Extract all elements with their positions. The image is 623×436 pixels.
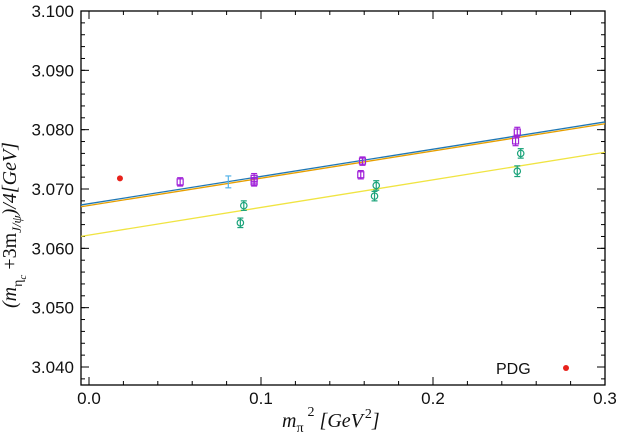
y-tick-label: 3.050 — [31, 299, 74, 318]
data-point-ensemble-set-A — [358, 156, 367, 166]
data-point-ensemble-set-C — [513, 165, 522, 178]
y-tick-label: 3.080 — [31, 121, 74, 140]
plot-frame — [80, 10, 606, 386]
data-point-ensemble-set-C — [370, 190, 379, 202]
data-point-ensemble-set-C — [236, 217, 245, 229]
data-point-ensemble-set-B — [225, 175, 232, 189]
data-point-PDG — [116, 175, 123, 182]
legend: PDG — [496, 361, 569, 378]
data-point-ensemble-set-A — [511, 135, 520, 147]
svg-text:(mηc +3mJ/ψ)/4[GeV]: (mηc +3mJ/ψ)/4[GeV] — [0, 142, 29, 308]
data-point-ensemble-set-C — [516, 148, 525, 159]
data-point-ensemble-set-C — [372, 180, 381, 191]
y-axis-title: (mηc +3mJ/ψ)/4[GeV] — [0, 142, 29, 308]
data-point-ensemble-set-A — [513, 126, 521, 138]
y-tick-label: 3.060 — [31, 239, 74, 258]
plot-border — [80, 10, 606, 386]
y-tick-label: 3.090 — [31, 61, 74, 80]
y-tick-label: 3.100 — [31, 2, 74, 21]
x-tick-label: 0.0 — [77, 389, 101, 408]
data-point-ensemble-set-A — [176, 177, 184, 187]
data-point-ensemble-set-A — [250, 177, 258, 187]
data-point-ensemble-set-A — [357, 170, 365, 180]
legend-pdg-marker — [563, 365, 569, 371]
y-tick-label: 3.040 — [31, 358, 74, 377]
data-point-ensemble-set-C — [240, 200, 248, 211]
legend-pdg-label: PDG — [496, 361, 531, 378]
x-tick-label: 0.3 — [593, 389, 617, 408]
data-points — [116, 126, 525, 229]
x-tick-label: 0.2 — [421, 389, 445, 408]
x-tick-label: 0.1 — [249, 389, 273, 408]
y-tick-label: 3.070 — [31, 180, 74, 199]
fit-lines — [80, 121, 606, 238]
fit-blue — [80, 121, 606, 206]
axis-ticks — [81, 10, 606, 385]
axis-tick-labels: 0.0 0.1 0.2 0.3 3.040 3.050 3.060 3.070 3.080 3.0… — [31, 2, 616, 408]
